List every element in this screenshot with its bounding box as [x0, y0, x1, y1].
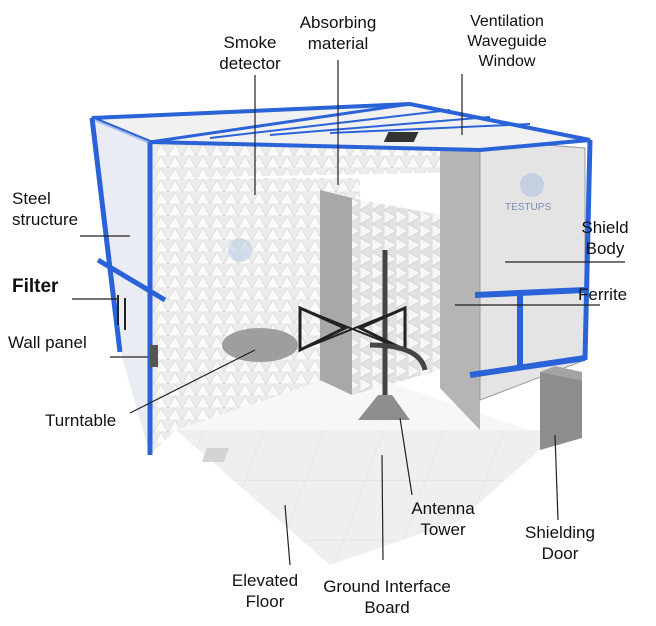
shielding-door-label: Shielding Door	[525, 523, 595, 563]
ground-interface-board-label: Ground Interface Board	[323, 577, 451, 617]
left-outer-panel	[92, 118, 150, 455]
elevated-floor-surface	[176, 430, 560, 565]
wall-panel-label: Wall panel	[8, 333, 87, 352]
antenna-tower-base	[358, 395, 410, 420]
ventilation-window	[383, 132, 419, 142]
absorbing-material-label: Absorbing material	[299, 13, 377, 53]
back-wall	[165, 178, 360, 430]
ventilation-window-label: Ventilation Waveguide Window	[467, 13, 547, 70]
filter-label: Filter	[12, 276, 59, 297]
roof-frame	[91, 101, 591, 153]
ferrite-label: Ferrite	[578, 285, 628, 304]
turntable-disc	[222, 328, 298, 362]
shielding-door	[540, 372, 582, 450]
antenna-tower-label: Antenna Tower	[411, 499, 475, 539]
steel-structure-label: Steel structure	[12, 189, 79, 229]
right-wall	[440, 140, 480, 430]
wall-panel-box	[150, 345, 158, 367]
elevated-floor-label: Elevated Floor	[231, 571, 299, 611]
watermark-logo: TESTUPS	[505, 202, 551, 213]
smoke-detector-label: Smoke detector	[219, 33, 281, 73]
ground-interface-board	[201, 448, 229, 462]
absorber-block	[352, 198, 440, 395]
turntable-label: Turntable	[45, 411, 117, 430]
shield-body-label: Shield Body	[581, 218, 629, 258]
leader-lines	[72, 60, 625, 566]
